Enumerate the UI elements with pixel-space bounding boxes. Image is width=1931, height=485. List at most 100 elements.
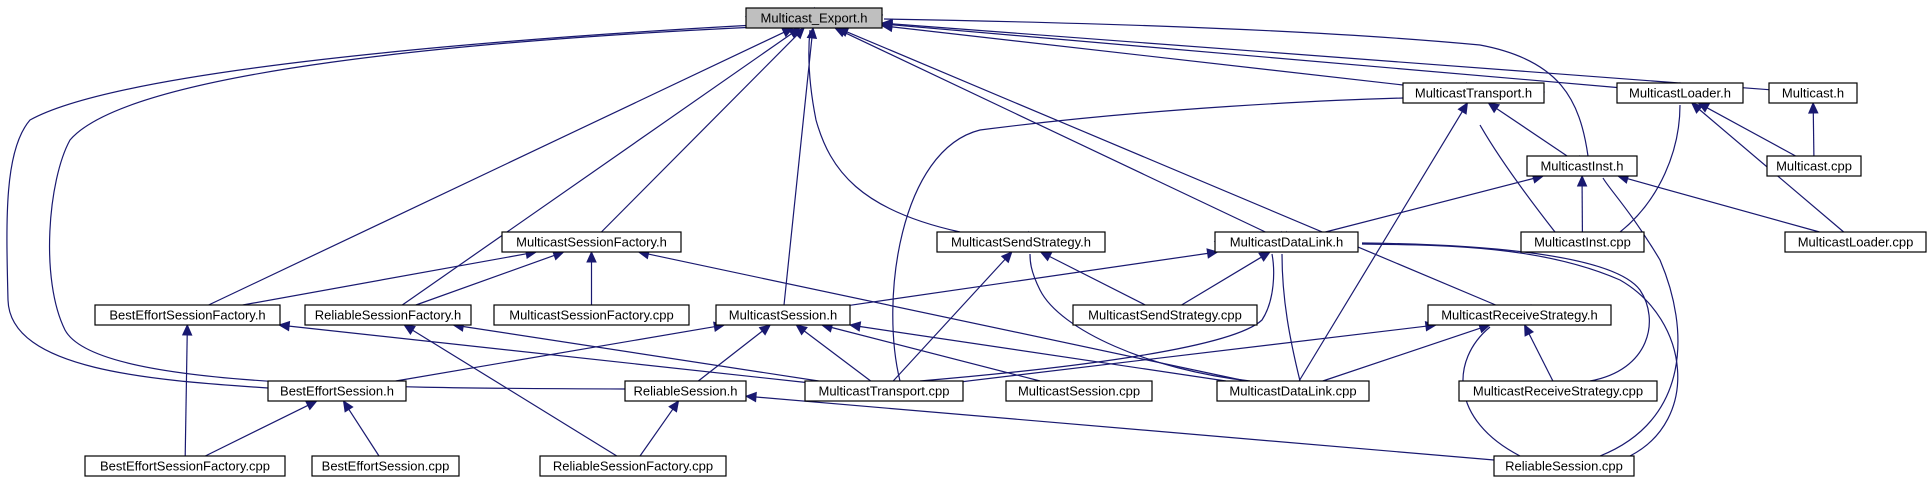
edge-line (415, 254, 555, 306)
node-label: ReliableSessionFactory.cpp (553, 459, 713, 474)
edge-line (919, 253, 1275, 382)
node-reliablesession-cpp[interactable]: ReliableSession.cpp (1493, 455, 1635, 477)
edge-multicastsession-h-to-multicastdatalink-h (849, 248, 1219, 306)
node-multicastdatalink-h[interactable]: MulticastDataLink.h (1214, 231, 1359, 253)
node-multicastsendstrategy-cpp[interactable]: MulticastSendStrategy.cpp (1072, 304, 1258, 326)
edge-reliablesession-cpp-to-reliablesession-h (744, 391, 1495, 461)
edge-line (755, 396, 1495, 461)
node-box (1766, 155, 1862, 177)
edge-arrowhead (744, 391, 757, 403)
node-besteffortsessionfactory-cpp[interactable]: BestEffortSessionFactory.cpp (84, 455, 286, 477)
edge-arrowhead (586, 250, 597, 263)
node-multicastloader-h[interactable]: MulticastLoader.h (1616, 82, 1744, 104)
node-box (745, 7, 883, 29)
node-label: BestEffortSessionFactory.h (109, 308, 265, 323)
edge-multicastsessionfactory-h-to-multicast-export-h (600, 27, 805, 233)
edge-arrowhead (1457, 101, 1469, 115)
node-multicastsendstrategy-h[interactable]: MulticastSendStrategy.h (936, 231, 1106, 253)
edge-line (639, 408, 674, 457)
node-label: MulticastDataLink.h (1230, 235, 1343, 250)
edge-reliablesessionfactory-h-to-multicast-export-h (401, 27, 801, 306)
node-label: BestEffortSessionFactory.cpp (100, 459, 270, 474)
edge-multicasttransport-cpp-to-multicastsendstrategy-h (892, 251, 1013, 382)
edge-line (463, 325, 819, 382)
edge-line (242, 253, 527, 306)
node-label: MulticastLoader.h (1629, 86, 1731, 101)
edge-line (892, 258, 1006, 382)
edge-arrowhead (1808, 101, 1819, 114)
edge-line (205, 404, 309, 457)
node-reliablesessionfactory-h[interactable]: ReliableSessionFactory.h (304, 304, 472, 326)
edge-multicastdatalink-h-to-multicastinst-h (1325, 173, 1545, 233)
edge-arrowhead (342, 399, 354, 413)
edge-multicast-cpp-to-multicastloader-h (1697, 102, 1796, 157)
edge-line (1528, 333, 1554, 382)
node-label: MulticastReceiveStrategy.cpp (1473, 384, 1643, 399)
edge-line (395, 326, 715, 382)
node-box (1005, 380, 1153, 402)
edge-besteffortsessionfactory-cpp-to-besteffortsession-h (205, 400, 318, 457)
node-box (1072, 304, 1258, 326)
edge-line (412, 329, 618, 457)
edge-line (184, 334, 188, 457)
node-multicastreceivestrategy-cpp[interactable]: MulticastReceiveStrategy.cpp (1458, 380, 1658, 402)
node-reliablesessionfactory-cpp[interactable]: ReliableSessionFactory.cpp (539, 455, 727, 477)
node-box (1458, 380, 1658, 402)
node-multicastsessionfactory-h[interactable]: MulticastSessionFactory.h (501, 231, 682, 253)
edge-line (891, 23, 1770, 91)
node-multicastreceivestrategy-h[interactable]: MulticastReceiveStrategy.h (1427, 304, 1612, 326)
node-label: MulticastSession.cpp (1018, 384, 1140, 399)
edge-line (1322, 327, 1481, 382)
edge-multicastsession-h-to-multicast-export-h (783, 26, 818, 306)
node-box (311, 455, 460, 477)
node-box (267, 380, 407, 402)
edge-multicasttransport-h-to-multicast-export-h (880, 21, 1404, 86)
edge-line (962, 325, 1427, 383)
edge-arrowhead (277, 320, 291, 332)
node-multicastdatalink-cpp[interactable]: MulticastDataLink.cpp (1216, 380, 1370, 402)
edge-multicastdatalink-cpp-to-multicasttransport-h (1298, 101, 1469, 382)
edge-line (1181, 256, 1262, 306)
node-multicastsession-h[interactable]: MulticastSession.h (715, 304, 851, 326)
node-multicasttransport-cpp[interactable]: MulticastTransport.cpp (804, 380, 964, 402)
edge-line (891, 26, 1404, 86)
node-box (1526, 155, 1638, 177)
edge-line (1479, 124, 1556, 233)
edge-reliablesession-h-to-multicastsession-h (697, 324, 772, 382)
node-multicastinst-cpp[interactable]: MulticastInst.cpp (1520, 231, 1645, 253)
edge-arrowhead (848, 321, 862, 332)
edge-multicastreceivestrategy-h-to-multicast-export-h (836, 27, 1496, 306)
node-multicastsession-cpp[interactable]: MulticastSession.cpp (1005, 380, 1153, 402)
edge-multicastsendstrategy-h-to-multicast-export-h (807, 6, 961, 233)
node-multicastsessionfactory-cpp[interactable]: MulticastSessionFactory.cpp (493, 304, 690, 326)
edge-multicasttransport-cpp-to-multicastsession-h (795, 324, 872, 382)
edge-line (891, 24, 1618, 89)
node-label: MulticastSendStrategy.h (951, 235, 1091, 250)
edge-line (808, 29, 961, 233)
node-multicasttransport-h[interactable]: MulticastTransport.h (1402, 82, 1545, 104)
edge-line (783, 37, 813, 306)
edge-line (289, 325, 806, 383)
edge-multicastsendstrategy-cpp-to-multicastsendstrategy-h (1039, 251, 1146, 306)
edge-multicastdatalink-cpp-to-multicastsession-h (848, 321, 1226, 382)
node-label: MulticastInst.h (1540, 159, 1623, 174)
node-label: MulticastSession.h (729, 308, 837, 323)
node-label: MulticastReceiveStrategy.h (1441, 308, 1598, 323)
node-besteffortsessionfactory-h[interactable]: BestEffortSessionFactory.h (94, 304, 281, 326)
edge-line (892, 97, 1404, 382)
node-label: Multicast.cpp (1776, 159, 1852, 174)
node-multicast-export-h[interactable]: Multicast_Export.h (745, 7, 883, 29)
node-label: MulticastSessionFactory.h (516, 235, 667, 250)
edge-arrowhead (1039, 251, 1053, 262)
node-multicast-h[interactable]: Multicast.h (1768, 82, 1858, 104)
edge-line (6, 24, 756, 389)
edge-multicastsessionfactory-cpp-to-multicastsessionfactory-h (586, 250, 597, 305)
node-multicastloader-cpp[interactable]: MulticastLoader.cpp (1784, 231, 1927, 253)
node-reliablesession-h[interactable]: ReliableSession.h (624, 380, 747, 402)
node-besteffortsession-h[interactable]: BestEffortSession.h (267, 380, 407, 402)
node-multicast-cpp[interactable]: Multicast.cpp (1766, 155, 1862, 177)
node-multicastinst-h[interactable]: MulticastInst.h (1526, 155, 1638, 177)
node-besteffortsession-cpp[interactable]: BestEffortSession.cpp (311, 455, 460, 477)
edge-multicastreceivestrategy-cpp-to-multicastreceivestrategy-h (1524, 323, 1554, 382)
edge-line (208, 31, 785, 306)
